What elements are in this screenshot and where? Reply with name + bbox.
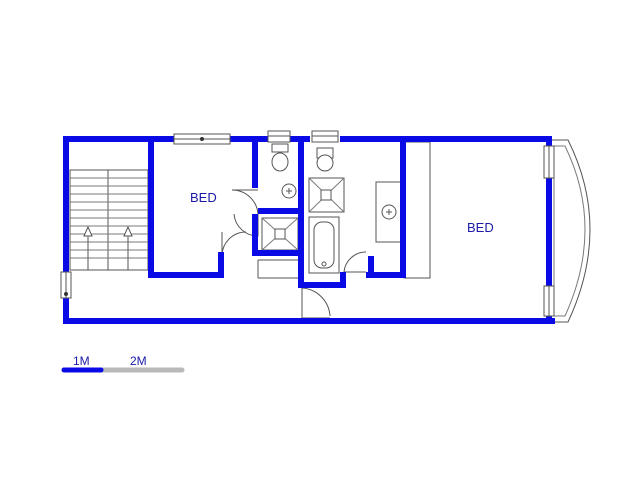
bathtub-icon — [308, 216, 340, 274]
basin-icon — [375, 181, 403, 243]
window — [173, 133, 231, 145]
room-label-bedroom-left: BED — [190, 190, 217, 205]
door-swing — [301, 287, 331, 319]
door-swing — [221, 231, 247, 257]
room-label-bedroom-right: BED — [467, 220, 494, 235]
door-swing — [231, 189, 259, 215]
scale-bar: 1M 2M — [61, 354, 185, 373]
shower-icon — [308, 177, 345, 213]
stair-arrow-up-icon — [123, 225, 133, 270]
shower-icon — [261, 217, 299, 251]
window — [60, 271, 72, 299]
door-swing — [343, 251, 367, 273]
window — [311, 130, 339, 143]
window — [543, 145, 555, 179]
stair-arrow-up-icon — [83, 225, 93, 270]
scale-label-2m: 2M — [130, 354, 147, 368]
staircase — [69, 169, 149, 271]
toilet-icon — [316, 147, 334, 172]
window — [267, 130, 291, 143]
built-in-wardrobe — [403, 141, 431, 279]
toilet-icon — [271, 143, 289, 172]
bay-window — [549, 139, 591, 323]
window — [543, 285, 555, 317]
walls — [63, 136, 555, 324]
scale-label-1m: 1M — [73, 354, 90, 368]
basin-icon — [281, 183, 297, 199]
door-threshold — [257, 259, 302, 279]
